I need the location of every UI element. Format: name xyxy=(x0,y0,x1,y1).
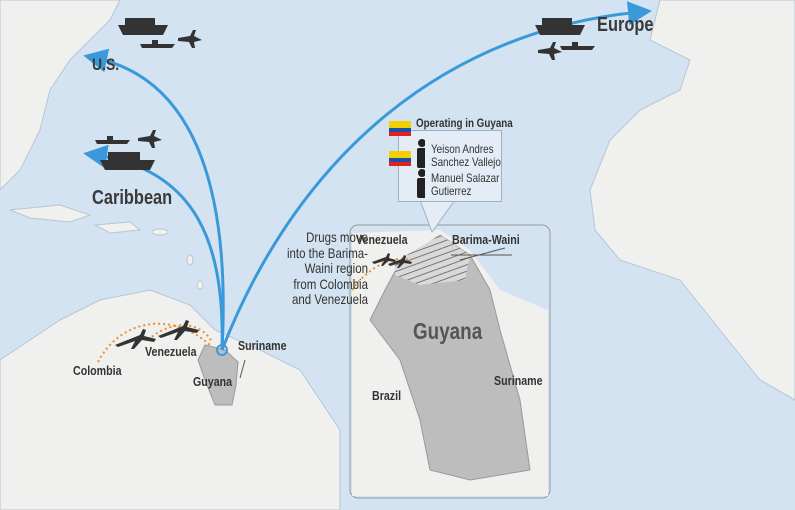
plane-icon xyxy=(372,253,396,266)
inset-label-guyana: Guyana xyxy=(413,318,483,344)
ship-icons xyxy=(95,18,595,170)
person-icon xyxy=(418,139,425,147)
inset-label-brazil: Brazil xyxy=(372,388,402,403)
colombia-flag-icon xyxy=(389,121,411,136)
barima-waini-region xyxy=(395,235,470,285)
inset-label-barima-waini: Barima-Waini xyxy=(452,232,520,247)
label-caribbean: Caribbean xyxy=(92,187,173,209)
flight-paths xyxy=(97,322,213,363)
cargo-ship-icon xyxy=(535,18,585,35)
inset-guyana xyxy=(369,234,531,481)
plane-icon xyxy=(138,130,162,148)
submarine-icon xyxy=(95,136,130,144)
label-us: U.S. xyxy=(92,55,120,74)
inset-label-venezuela: Venezuela xyxy=(356,232,408,247)
inset-label-suriname: Suriname xyxy=(494,373,543,388)
cargo-ship-icon xyxy=(118,18,168,35)
label-suriname: Suriname xyxy=(238,338,287,353)
label-colombia: Colombia xyxy=(73,363,122,378)
submarine-icon xyxy=(560,42,595,50)
plane-icon xyxy=(115,329,156,349)
person-icon xyxy=(418,169,425,177)
south-america xyxy=(0,289,341,510)
plane-icon xyxy=(158,320,199,340)
route-us xyxy=(83,48,225,351)
drug-flow-annotation: Drugs move into the Barima-Waini region … xyxy=(286,229,368,307)
plane-icons xyxy=(115,30,562,349)
suriname-leader xyxy=(239,359,246,379)
submarine-icon xyxy=(140,40,175,48)
plane-icon xyxy=(178,30,202,48)
europe-africa xyxy=(589,0,795,401)
caribbean-islands xyxy=(9,204,204,290)
plane-icon xyxy=(538,42,562,60)
operating-in-guyana-callout xyxy=(398,130,502,202)
colombia-flag-icon xyxy=(389,151,411,166)
cargo-ship-icon xyxy=(100,152,155,170)
inset-map xyxy=(349,224,551,499)
plane-icon xyxy=(388,255,412,268)
label-guyana: Guyana xyxy=(193,374,233,389)
colombia-flags xyxy=(389,121,425,198)
label-venezuela: Venezuela xyxy=(145,344,197,359)
callout-title: Operating in Guyana xyxy=(416,116,513,130)
label-europe: Europe xyxy=(597,14,654,36)
north-america xyxy=(0,0,121,191)
origin-marker xyxy=(216,344,228,356)
guyana-shape xyxy=(197,344,239,406)
